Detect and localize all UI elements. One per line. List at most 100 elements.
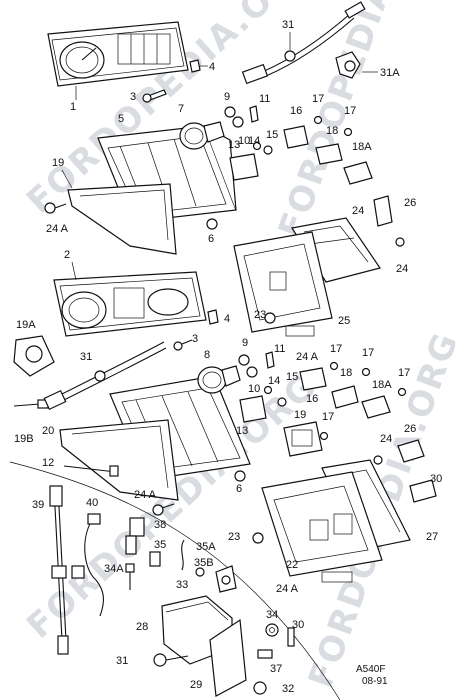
- callout-35b: 34: [266, 609, 278, 621]
- callout-18-lower: 18: [340, 367, 352, 379]
- screw-3: [142, 89, 167, 103]
- callout-25: 25: [338, 315, 350, 327]
- bulb-15-lower: [277, 397, 287, 407]
- callout-23-upper: 23: [254, 309, 266, 321]
- callout-4: 4: [209, 61, 215, 73]
- callout-28: 27: [426, 531, 438, 543]
- separator-arc: [9, 461, 341, 700]
- callout-38: 39: [32, 499, 44, 511]
- gauge-19: [283, 421, 323, 457]
- callout-1: 1: [70, 101, 76, 113]
- callout-8: 8: [204, 349, 210, 361]
- callout-17-lower-c: 17: [398, 367, 410, 379]
- strip-24a-lower: [321, 571, 353, 583]
- callout-24a-lower: 24 A: [276, 583, 299, 595]
- callout-5: 5: [118, 113, 124, 125]
- callout-19a: 19A: [16, 319, 36, 331]
- callout-30: 30: [430, 473, 442, 485]
- bulb-10-lower: [246, 366, 258, 378]
- callout-15-upper: 15: [266, 129, 278, 141]
- clip-4: [189, 59, 201, 73]
- callout-11-upper: 11: [259, 93, 270, 105]
- bulb-10-upper: [232, 116, 244, 128]
- callout-17-lower-b: 17: [362, 347, 374, 359]
- sensor-19a: [13, 335, 55, 377]
- callout-42: 35A: [196, 541, 216, 553]
- drawing-code: A540F: [356, 664, 385, 675]
- clip-43: [195, 567, 205, 577]
- bracket-33: [209, 618, 247, 697]
- callout-13-lower: 13: [236, 425, 248, 437]
- callout-24-lower: 24: [380, 433, 392, 445]
- callout-23-lower: 23: [228, 531, 240, 543]
- callout-24-upper: 24: [396, 263, 408, 275]
- bolt-36: [257, 649, 273, 659]
- stud-12: [63, 465, 119, 477]
- lens-panel-upper: [67, 183, 177, 255]
- bracket-42: [181, 539, 185, 571]
- cable-clip-31a: [335, 51, 361, 79]
- sender-19b: [13, 399, 49, 409]
- callout-17-upper-a: 17: [312, 93, 324, 105]
- callout-10-upper: 10: [238, 135, 250, 147]
- instrument-cluster-lower: [53, 271, 207, 337]
- screw-17-lower-c: [397, 387, 407, 397]
- cluster-housing-25: [233, 231, 333, 333]
- warning-module-16-lower: [299, 367, 327, 391]
- warning-module-18a-lower: [361, 395, 391, 419]
- callout-15-lower: 15: [286, 371, 298, 383]
- callout-29-lower: 26: [404, 423, 416, 435]
- callout-14-upper: 14: [248, 135, 260, 147]
- callout-35: 32: [282, 683, 294, 695]
- bulb-15-upper: [263, 145, 273, 155]
- callout-2: 2: [64, 249, 70, 261]
- callout-34: 30: [292, 619, 304, 631]
- callout-24a-upper: 24 A: [296, 351, 319, 363]
- screw-22-upper: [44, 202, 67, 214]
- speedo-cable-38: [49, 485, 69, 655]
- callout-29-upper: 26: [404, 197, 416, 209]
- switch-13-upper: [229, 153, 259, 181]
- nut-35: [253, 681, 267, 695]
- gauge-8: [197, 365, 241, 394]
- warning-module-18-lower: [331, 385, 359, 409]
- callout-27: 24: [352, 205, 364, 217]
- cluster-housing-26: [261, 471, 383, 577]
- bolt-34: [287, 627, 295, 647]
- pin-40: [125, 563, 135, 590]
- screw-3-lower: [173, 339, 193, 351]
- screw-11-upper: [249, 105, 259, 123]
- sender-cable-39: [71, 513, 105, 617]
- callout-11-lower: 11: [274, 343, 285, 355]
- screw-17-lower-a: [329, 361, 339, 371]
- callout-18-upper: 18: [326, 125, 338, 137]
- connector-29-lower: [397, 439, 425, 463]
- callout-9-lower: 9: [242, 337, 248, 349]
- callout-37: 38: [154, 519, 166, 531]
- callout-18a-lower: 18A: [372, 379, 392, 391]
- connector-29-upper: [373, 195, 393, 227]
- callout-40: 34A: [104, 563, 124, 575]
- screw-11-lower: [265, 351, 275, 369]
- callout-13-upper: 13: [228, 139, 240, 151]
- callout-6-lower: 6: [236, 483, 242, 495]
- callout-36: 37: [270, 663, 282, 675]
- callout-17-upper-b: 17: [344, 105, 356, 117]
- instrument-cluster-upper: [47, 21, 189, 87]
- warning-module-16-upper: [283, 125, 309, 149]
- screw-17-lower-d: [319, 431, 329, 441]
- callout-32: 28: [136, 621, 148, 633]
- lens-panel-lower: [59, 419, 179, 501]
- callout-43: 35B: [194, 557, 214, 569]
- callout-22-lower: 24 A: [134, 489, 157, 501]
- callout-6-upper: 6: [208, 233, 214, 245]
- bulb-9-lower: [238, 354, 250, 366]
- callout-19: 19: [294, 409, 306, 421]
- bulb-holder-6-lower: [234, 470, 246, 482]
- callout-34a: 31: [116, 655, 128, 667]
- warning-module-18-upper: [315, 143, 343, 165]
- clip-4-lower: [207, 309, 219, 325]
- callout-19b: 19B: [14, 433, 34, 445]
- warning-module-18a-upper: [343, 161, 373, 185]
